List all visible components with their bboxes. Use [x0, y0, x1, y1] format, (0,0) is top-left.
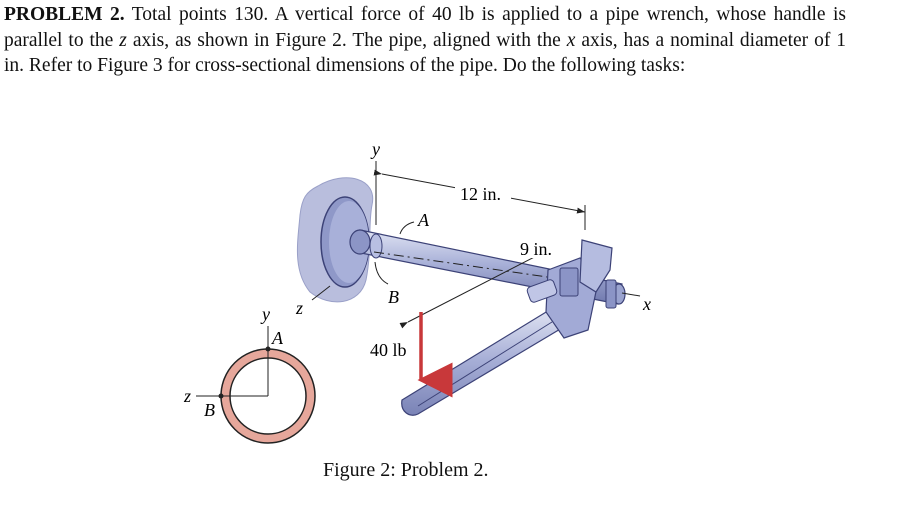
label-x-main: x: [642, 294, 651, 314]
problem-text-1: Total points 130. A vertical force of 40…: [4, 4, 846, 51]
cross-section: [196, 326, 316, 444]
label-dim-12: 12 in.: [460, 184, 501, 204]
label-dim-9: 9 in.: [520, 239, 552, 259]
problem-heading: PROBLEM 2.: [4, 4, 125, 25]
wrench-jaw-upper: [579, 239, 613, 293]
label-y-cs: y: [260, 304, 270, 324]
problem-text-2: axis, as shown in Figure 2. The pipe, al…: [132, 29, 561, 51]
x-axis-line: [621, 292, 641, 297]
math-var-x: x: [566, 29, 576, 51]
z-axis-line: [311, 285, 331, 301]
label-force: 40 lb: [370, 340, 407, 360]
figure-caption: Figure 2: Problem 2.: [323, 459, 489, 481]
label-y-main: y: [370, 139, 380, 159]
label-b-cs: B: [204, 400, 215, 420]
label-b-main: B: [388, 287, 399, 307]
label-a-main: A: [417, 210, 430, 230]
wrench-handle: [401, 305, 573, 416]
label-z-main: z: [295, 298, 303, 318]
problem-statement: PROBLEM 2. Total points 130. A vertical …: [4, 2, 846, 79]
problem-text-3: axis, has a nominal diameter of 1 in. Re…: [4, 29, 847, 77]
math-var-z: z: [119, 29, 127, 51]
label-a-cs: A: [271, 328, 284, 348]
label-z-cs: z: [183, 386, 191, 406]
